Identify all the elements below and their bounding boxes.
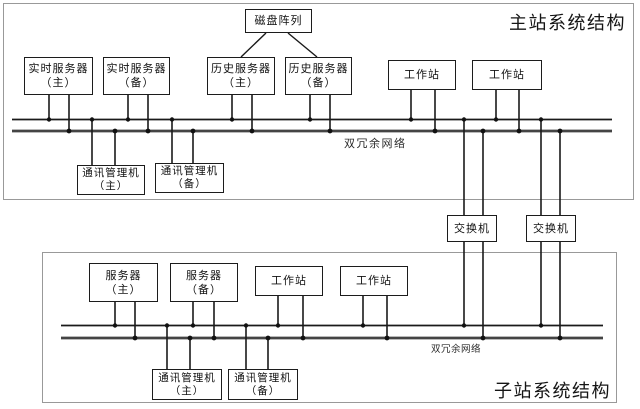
node-sub-comm-manager-backup: 通讯管理机 （备）	[228, 369, 298, 400]
node-label: （主）	[93, 180, 129, 192]
node-label: （主）	[223, 76, 259, 89]
master-device-drops	[48, 90, 520, 165]
master-station-frame	[3, 3, 634, 200]
node-label: （备）	[186, 282, 222, 296]
node-hist-server-main: 历史服务器 （主）	[207, 57, 275, 95]
node-sub-workstation-2: 工作站	[340, 266, 408, 296]
node-label: 服务器	[186, 268, 222, 282]
node-hist-server-backup: 历史服务器 （备）	[285, 57, 352, 95]
node-label: 交换机	[533, 221, 569, 235]
node-label: 工作站	[356, 274, 392, 287]
sub-network-label: 双冗余网络	[431, 344, 482, 355]
switch-links	[463, 120, 561, 338]
sub-section-title: 子站系统结构	[494, 381, 611, 402]
node-label: 通讯管理机	[160, 165, 219, 177]
node-label: 实时服务器	[28, 62, 89, 75]
node-sub-comm-manager-main: 通讯管理机 （主）	[152, 369, 222, 400]
node-master-workstation-1: 工作站	[388, 60, 456, 90]
node-label: 交换机	[454, 221, 490, 235]
sub-device-drops	[114, 296, 388, 369]
node-label: （备）	[245, 384, 281, 397]
node-label: 历史服务器	[211, 62, 271, 75]
node-switch-2: 交换机	[526, 215, 576, 242]
node-label: 通讯管理机	[82, 167, 140, 179]
node-label: （备）	[118, 76, 155, 89]
node-label: 历史服务器	[288, 62, 349, 75]
node-label: 实时服务器	[106, 62, 167, 75]
node-master-comm-manager-backup: 通讯管理机 （备）	[155, 163, 224, 193]
substation-frame	[42, 252, 617, 403]
node-switch-1: 交换机	[447, 215, 497, 242]
node-label: 工作站	[489, 68, 525, 81]
disk-array-links	[240, 32, 318, 58]
node-rt-server-backup: 实时服务器 （备）	[103, 57, 170, 95]
node-label: 通讯管理机	[158, 371, 216, 384]
node-disk-array: 磁盘阵列	[245, 9, 312, 33]
node-label: 通讯管理机	[234, 371, 292, 384]
node-sub-server-backup: 服务器 （备）	[170, 263, 238, 302]
bus-junction-dots	[46, 117, 563, 341]
node-label: （主）	[169, 384, 205, 397]
master-section-title: 主站系统结构	[509, 13, 626, 34]
node-label: （主）	[105, 282, 142, 296]
node-label: 工作站	[404, 68, 440, 81]
node-rt-server-main: 实时服务器 （主）	[24, 57, 93, 95]
node-sub-workstation-1: 工作站	[255, 266, 323, 296]
node-master-workstation-2: 工作站	[472, 60, 542, 90]
node-label: （主）	[40, 76, 77, 89]
node-sub-server-main: 服务器 （主）	[89, 263, 158, 302]
node-label: 服务器	[105, 268, 142, 282]
node-label: 磁盘阵列	[254, 14, 303, 27]
node-label: 工作站	[271, 274, 307, 287]
node-master-comm-manager-main: 通讯管理机 （主）	[77, 165, 145, 195]
node-label: （备）	[300, 76, 337, 89]
master-network-label: 双冗余网络	[344, 137, 407, 150]
node-label: （备）	[172, 178, 207, 190]
